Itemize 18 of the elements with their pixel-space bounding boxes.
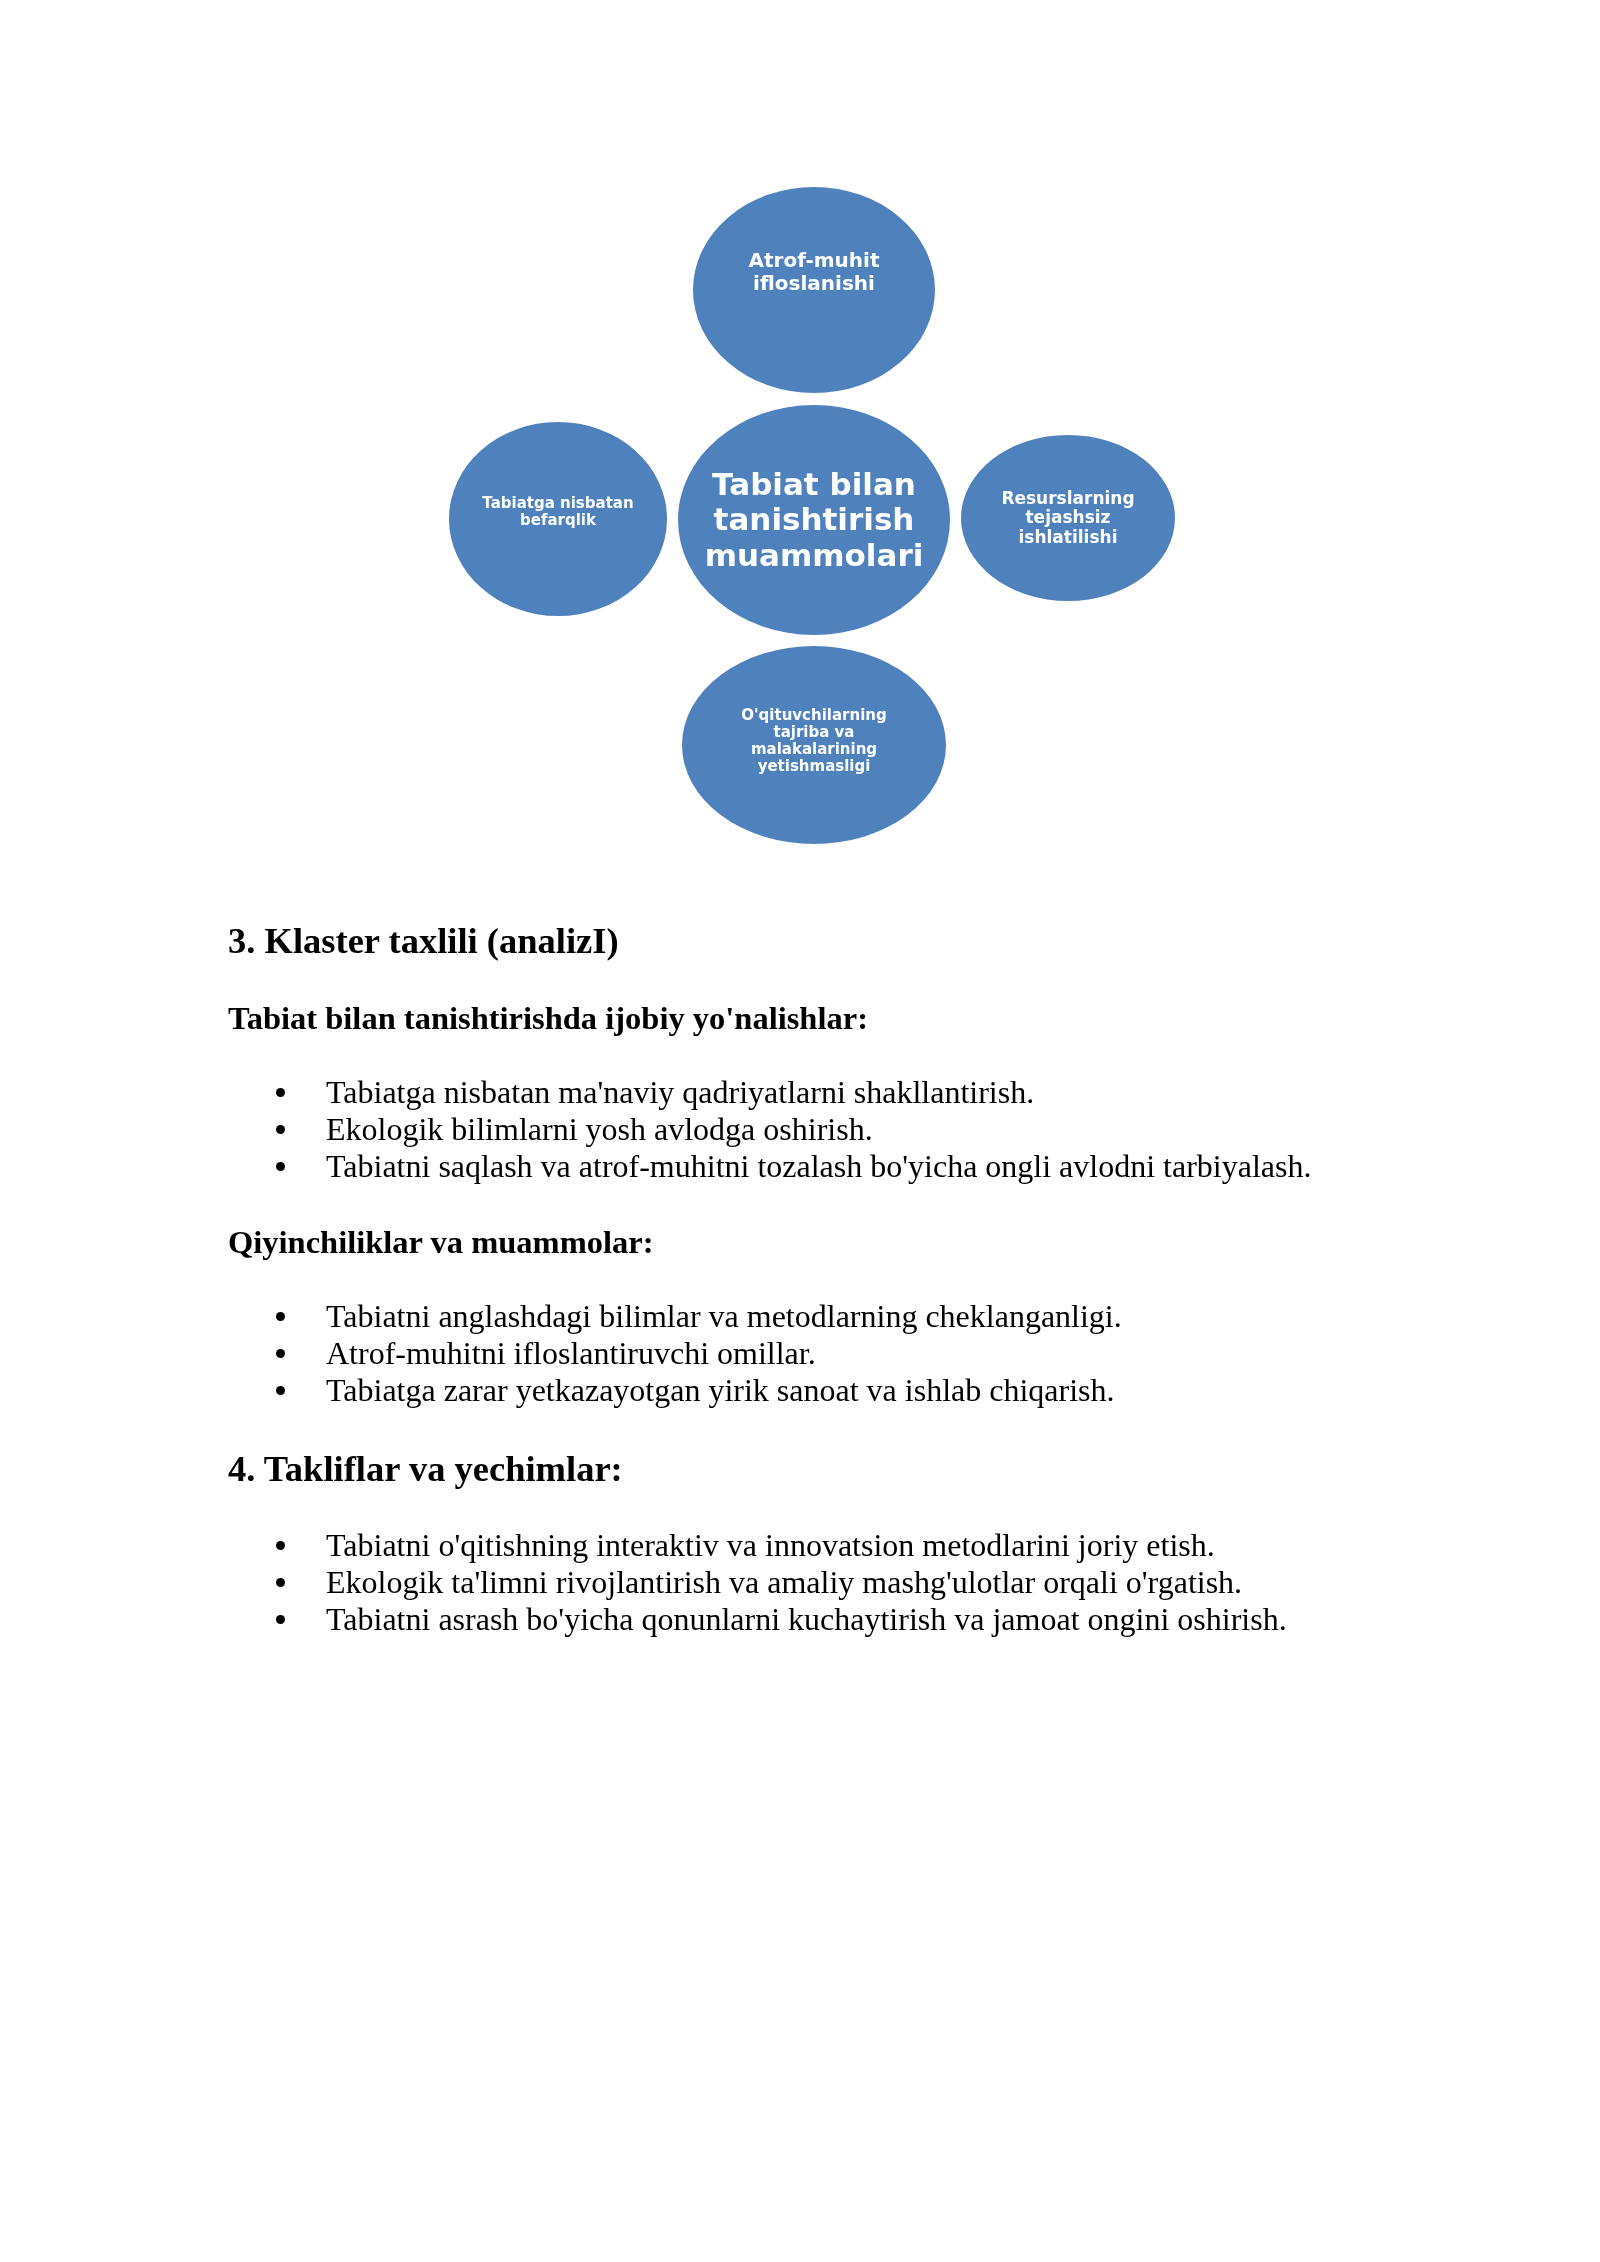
list-item-text: Ekologik ta'limni rivojlantirish va amaliy mashg'ulotlar orqali o'rgatish. — [326, 1566, 1243, 1598]
node-label: Tabiatga nisbatan befarqlik — [481, 494, 635, 530]
list-item-text: Tabiatga zarar yetkazayotgan yirik sanoat va ishlab chiqarish. — [326, 1374, 1115, 1406]
list-item-text: Ekologik bilimlarni yosh avlodga oshirish. — [326, 1113, 873, 1145]
node-label: Atrof-muhit ifloslanishi — [747, 249, 881, 295]
node-label: Resurslarning tejashsiz ishlatilishi — [1000, 488, 1136, 548]
list-item-text: Tabiatni anglashdagi bilimlar va metodlarning cheklanganligi. — [326, 1300, 1122, 1332]
list-item-text: Tabiatni saqlash va atrof-muhitni tozalash bo'yicha ongli avlodni tarbiyalash. — [326, 1150, 1312, 1182]
subheading: Qiyinchiliklar va muammolar: — [228, 1226, 654, 1259]
list-item-text: Atrof-muhitni ifloslantiruvchi omillar. — [326, 1337, 816, 1369]
list-item-text: Tabiatni asrash bo'yicha qonunlarni kuchaytirish va jamoat ongini oshirish. — [326, 1603, 1287, 1635]
section-heading: 3. Klaster taxlili (analizI) — [228, 923, 619, 960]
node-label: Tabiat bilan tanishtirish muammolari — [703, 466, 925, 574]
node-label: O'qituvchilarning tajriba va malakalarining yetishmasligi — [740, 706, 888, 776]
subheading: Tabiat bilan tanishtirishda ijobiy yo'nalishlar: — [228, 1002, 868, 1035]
section-heading: 4. Takliflar va yechimlar: — [228, 1451, 623, 1488]
list-item-text: Tabiatni o'qitishning interaktiv va innovatsion metodlarini joriy etish. — [326, 1529, 1215, 1561]
list-item-text: Tabiatga nisbatan ma'naviy qadriyatlarni shakllantirish. — [326, 1076, 1035, 1108]
